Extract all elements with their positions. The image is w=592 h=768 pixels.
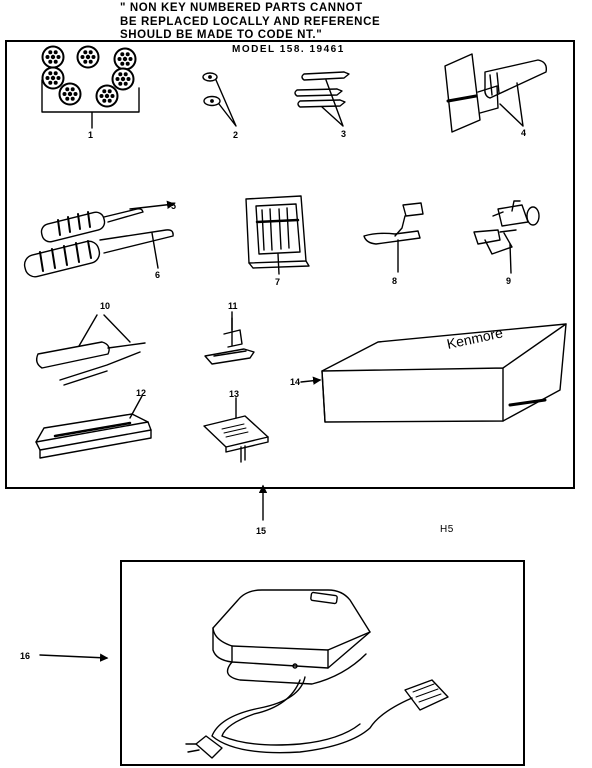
spool-pins-drawing: [295, 72, 349, 126]
seam-ripper-drawing: [37, 315, 145, 385]
bobbin-icon: [41, 66, 65, 90]
parts-note: " NON KEY NUMBERED PARTS CANNOT BE REPLA…: [120, 2, 380, 43]
bobbin-icon: [113, 47, 137, 71]
part-number-6: 6: [155, 270, 161, 280]
part-number-14: 14: [290, 377, 301, 387]
bobbin-icon: [41, 45, 65, 69]
needle-package-drawing: [246, 196, 309, 274]
presser-foot-drawing: [205, 312, 254, 364]
attachments-frame: [5, 40, 575, 489]
buttonholer-drawing: [474, 201, 539, 273]
large-screwdriver-drawing: [22, 230, 173, 279]
part-number-12: 12: [136, 388, 147, 398]
spool-felts-drawing: [203, 73, 236, 126]
bobbin-icon: [111, 67, 135, 91]
part-number-4: 4: [521, 128, 527, 138]
accessory-tray-drawing: [36, 396, 151, 458]
part-number-8: 8: [392, 276, 398, 286]
foot-control-drawing: [40, 590, 448, 758]
small-screwdriver-drawing: [40, 200, 176, 243]
part-number-7: 7: [275, 277, 281, 287]
part-number-13: 13: [229, 389, 240, 399]
part-number-9: 9: [506, 276, 512, 286]
part-number-2: 2: [233, 130, 239, 140]
zipper-foot-drawing: [364, 203, 423, 272]
model-number: MODEL 158. 19461: [232, 44, 345, 55]
section-code: H5: [440, 524, 454, 535]
part-number-16: 16: [20, 651, 31, 661]
part-number-3: 3: [341, 129, 347, 139]
part-number-11: 11: [228, 301, 238, 311]
feed-cover-plate-drawing: [204, 398, 268, 462]
bobbin-icon: [76, 45, 100, 69]
seam-guide-drawing: [445, 54, 546, 132]
note-line-2: BE REPLACED LOCALLY AND REFERENCE: [120, 15, 381, 28]
note-line-1: " NON KEY NUMBERED PARTS CANNOT: [120, 2, 363, 14]
part-number-15: 15: [256, 526, 267, 536]
part-number-10: 10: [100, 301, 111, 311]
bobbin-icon: [58, 82, 82, 106]
bobbin-icon: [95, 84, 119, 108]
note-line-3: SHOULD BE MADE TO CODE NT.": [120, 29, 323, 41]
part-number-1: 1: [88, 130, 94, 140]
accessory-box-drawing: Kenmore: [301, 324, 566, 422]
foot-control-frame: [120, 560, 525, 766]
bobbins-drawing: [41, 45, 139, 129]
